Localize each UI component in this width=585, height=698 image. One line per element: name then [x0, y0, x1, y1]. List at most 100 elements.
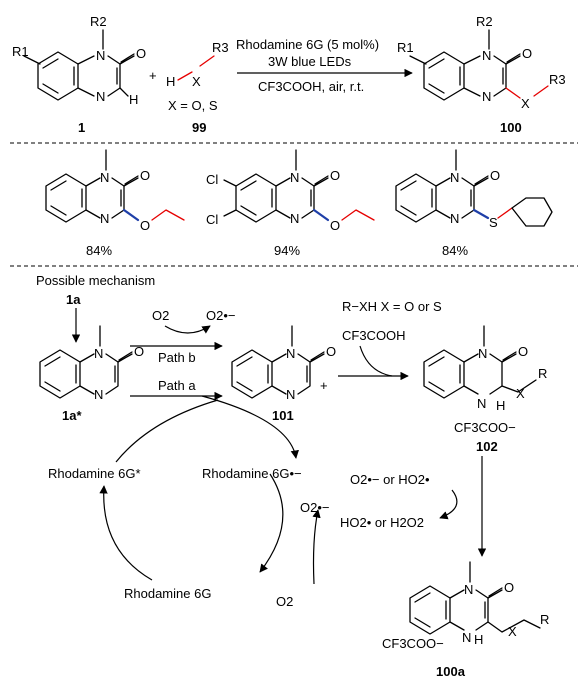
path-a-label: Path a	[158, 378, 196, 393]
label-101: 101	[272, 408, 294, 423]
example-ethoxy: N N O O 84%	[45, 149, 185, 258]
oxygen-reduction-curve	[312, 509, 321, 585]
atom-n4: N	[100, 211, 109, 226]
condition-acid: CF3COOH, air, r.t.	[258, 79, 364, 94]
yield-2: 94%	[274, 243, 300, 258]
cycle-arc-2	[259, 473, 284, 573]
atom-o-ether: O	[140, 218, 150, 233]
reaction-arrow: Rhodamine 6G (5 mol%) 3W blue LEDs CF3CO…	[236, 37, 413, 94]
atom-o-carbonyl: O	[490, 168, 500, 183]
superoxide-label: O2•−	[206, 308, 236, 323]
atom-n1: N	[100, 170, 109, 185]
atom-nh: N	[477, 396, 486, 411]
atom-x: X	[508, 624, 517, 639]
atom-o-ether: O	[330, 218, 340, 233]
substituent-r: R	[538, 366, 547, 381]
substituent-r3: R3	[549, 72, 566, 87]
atom-h: H	[496, 398, 505, 413]
excited-quinoxalinone-1a-star: N N O 1a*	[39, 325, 144, 423]
cycle-arc-4	[115, 399, 219, 463]
atom-x: X	[521, 96, 530, 111]
chlorine-6: Cl	[206, 172, 218, 187]
atom-x: X	[192, 74, 201, 89]
product-100: N N O X R3 R2 R1 100	[397, 14, 566, 135]
compound-label-99: 99	[192, 120, 206, 135]
atom-n1: N	[94, 346, 103, 361]
atom-n4: N	[94, 387, 103, 402]
counterion-102: CF3COO−	[454, 420, 516, 435]
substituent-r: R	[540, 612, 549, 627]
nucleophile-99: H X R3 X = O, S 99	[166, 40, 229, 135]
atom-h: H	[166, 74, 175, 89]
atom-n4: N	[290, 211, 299, 226]
substituent-r3: R3	[212, 40, 229, 55]
atom-o: O	[518, 344, 528, 359]
oxygen-label: O2	[152, 308, 169, 323]
atom-n1: N	[464, 582, 473, 597]
reagent-label: R−XH X = O or S	[342, 299, 442, 314]
atom-n1: N	[478, 346, 487, 361]
label-1a-star: 1a*	[62, 408, 82, 423]
atom-n1: N	[482, 48, 491, 63]
rhodamine-anion: Rhodamine 6G•−	[202, 466, 302, 481]
mechanism-title: Possible mechanism	[36, 273, 155, 288]
atom-o: O	[134, 344, 144, 359]
plus-sign: +	[149, 68, 157, 83]
condition-catalyst: Rhodamine 6G (5 mol%)	[236, 37, 379, 52]
radicals-label: O2•− or HO2•	[350, 472, 430, 487]
atom-s: S	[489, 215, 498, 230]
label-1a: 1a	[66, 292, 81, 307]
atom-n1: N	[96, 48, 105, 63]
atom-o: O	[522, 46, 532, 61]
example-dichloro: Cl Cl N N O O 94%	[206, 149, 375, 258]
atom-h: H	[474, 632, 483, 647]
cycle-arc-3	[99, 485, 153, 581]
oxidation-curve	[164, 325, 211, 334]
yield-1: 84%	[86, 243, 112, 258]
atom-o: O	[504, 580, 514, 595]
rhodamine-excited: Rhodamine 6G*	[48, 466, 141, 481]
atom-o-carbonyl: O	[330, 168, 340, 183]
chlorine-7: Cl	[206, 212, 218, 227]
compound-label-100: 100	[500, 120, 522, 135]
atom-n1: N	[450, 170, 459, 185]
atom-n4: N	[286, 387, 295, 402]
substituent-r2: R2	[90, 14, 107, 29]
atom-o-carbonyl: O	[140, 168, 150, 183]
product-100a: N N H O X R CF3COO− 100a	[382, 561, 549, 679]
atom-n4: N	[450, 211, 459, 226]
atom-n1: N	[290, 170, 299, 185]
example-thioether: N N O S 84%	[395, 149, 553, 258]
rhodamine-ground: Rhodamine 6G	[124, 586, 211, 601]
quinoxalinone-1: N N O H R2 R1 1	[12, 14, 146, 135]
reagent-curve	[359, 345, 393, 377]
oxygen-regen: O2	[276, 594, 293, 609]
atom-x: X	[516, 386, 525, 401]
radicals-curve	[439, 489, 458, 520]
compound-label-1: 1	[78, 120, 85, 135]
intermediate-102: N N O X H R CF3COO− 102	[423, 325, 547, 454]
products-label: HO2• or H2O2	[340, 515, 424, 530]
atom-h: H	[129, 92, 138, 107]
radical-charge: +	[320, 378, 328, 393]
atom-o: O	[136, 46, 146, 61]
cycle-arc-1	[201, 395, 299, 459]
counterion-100a: CF3COO−	[382, 636, 444, 651]
substituent-r1: R1	[397, 40, 414, 55]
atom-nh: N	[462, 630, 471, 645]
superoxide-regen: O2•−	[300, 500, 330, 515]
x-definition: X = O, S	[168, 98, 218, 113]
yield-3: 84%	[442, 243, 468, 258]
radical-cation-101: N N O + 101	[231, 325, 336, 423]
atom-n4: N	[482, 89, 491, 104]
atom-o: O	[326, 344, 336, 359]
path-b-label: Path b	[158, 350, 196, 365]
atom-n4: N	[96, 89, 105, 104]
label-100a: 100a	[436, 664, 466, 679]
atom-n1: N	[286, 346, 295, 361]
substituent-r1: R1	[12, 44, 29, 59]
substituent-r2: R2	[476, 14, 493, 29]
acid-label: CF3COOH	[342, 328, 406, 343]
condition-light: 3W blue LEDs	[268, 54, 352, 69]
